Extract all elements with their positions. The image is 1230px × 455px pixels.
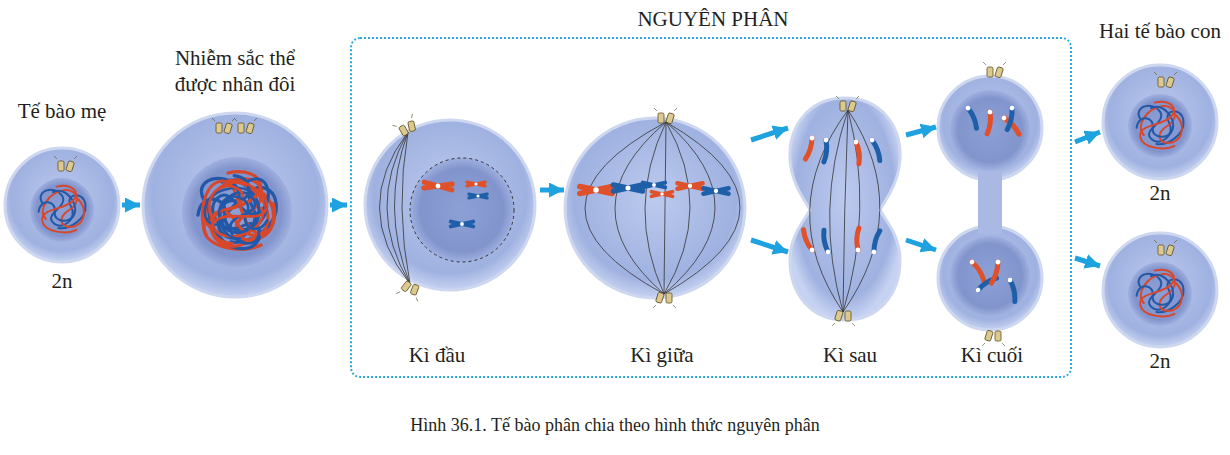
- mother-cell: Tế bào mẹ2n: [5, 148, 119, 262]
- daughter-cell: 2n: [1103, 233, 1217, 347]
- cell-label: Nhiễm sắc thể được nhân đôi: [165, 45, 305, 98]
- stage-label: Kì giữa: [630, 342, 693, 368]
- ploidy-label: 2n: [52, 268, 73, 294]
- flow-arrow: [330, 203, 347, 208]
- daughter-cell: 2n: [1103, 65, 1217, 179]
- flow-arrow: [751, 128, 788, 140]
- frame-title: NGUYÊN PHÂN: [637, 6, 788, 32]
- mitosis-frame: Kì đầuKì giữaKì sauKì cuốiNGUYÊN PHÂN: [350, 37, 1072, 378]
- stage-label: Kì cuối: [961, 342, 1023, 368]
- figure-caption: Hình 36.1. Tế bào phân chia theo hình th…: [410, 414, 819, 437]
- cell-label: Tế bào mẹ: [18, 98, 107, 124]
- ploidy-label: 2n: [1150, 180, 1171, 206]
- flow-arrow: [906, 240, 936, 250]
- stage-label: Kì sau: [823, 342, 877, 368]
- stage-label: Kì đầu: [409, 342, 466, 368]
- flow-arrow: [906, 127, 936, 135]
- group-label: Hai tế bào con: [1099, 18, 1221, 44]
- duplicated-cell: Nhiễm sắc thể được nhân đôi: [143, 113, 327, 297]
- prophase-cell: Kì đầu: [367, 122, 537, 292]
- ploidy-label: 2n: [1150, 348, 1171, 374]
- flow-arrow: [122, 203, 140, 208]
- anaphase-cell: Kì sau: [792, 100, 902, 322]
- telophase-cell: Kì cuối: [940, 78, 1044, 332]
- flow-arrow: [1075, 132, 1100, 142]
- flow-arrow: [1075, 258, 1100, 266]
- metaphase-cell: Kì giữa: [567, 120, 747, 300]
- flow-arrow: [540, 188, 564, 193]
- flow-arrow: [751, 240, 788, 252]
